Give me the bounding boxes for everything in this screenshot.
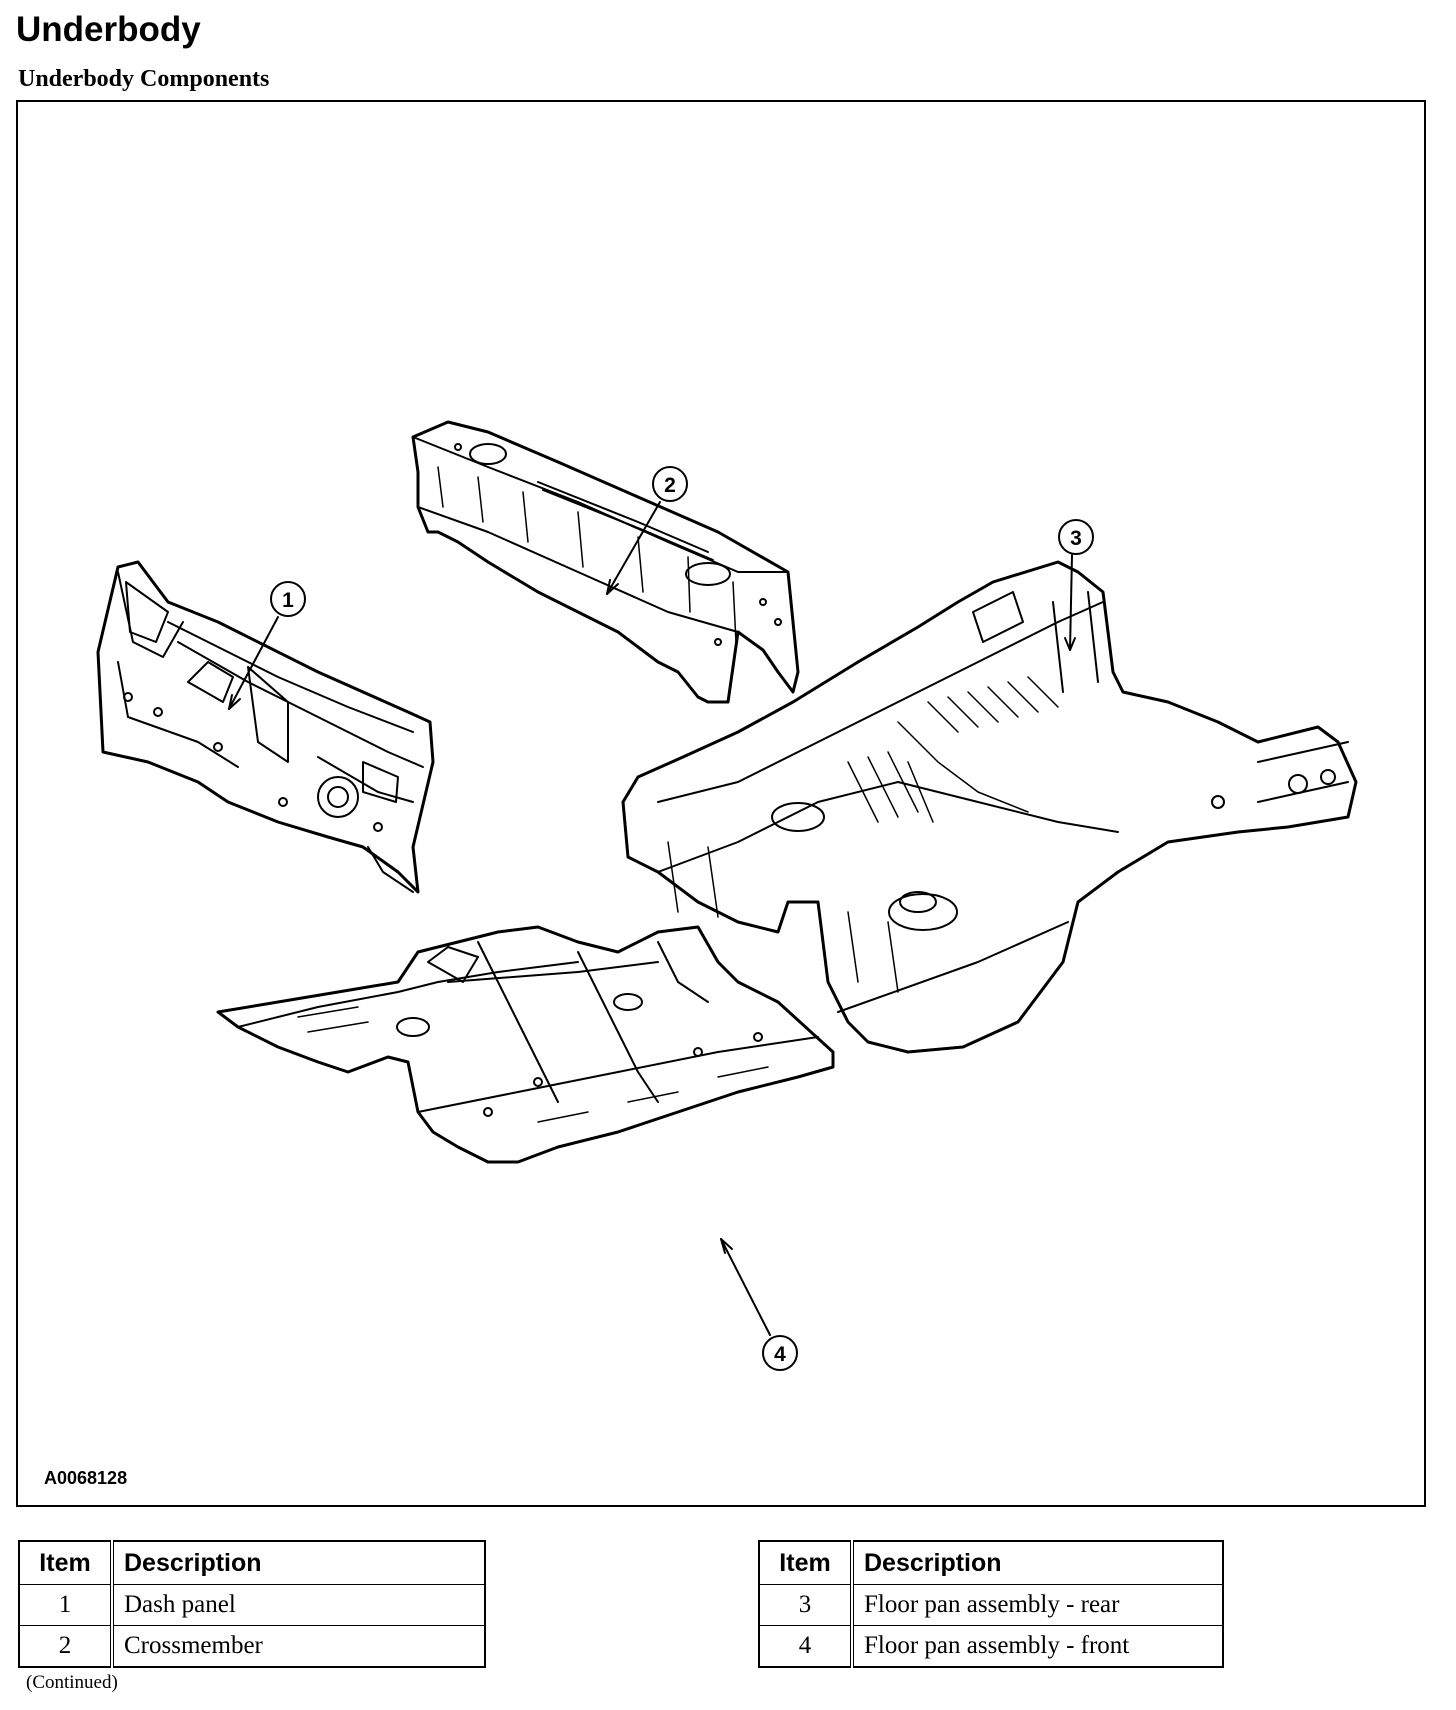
table-row: 3 Floor pan assembly - rear bbox=[758, 1584, 1224, 1626]
header-description: Description bbox=[111, 1540, 486, 1585]
table-header-row: Item Description bbox=[758, 1540, 1224, 1585]
item-description: Crossmember bbox=[111, 1625, 486, 1668]
callout-2: 2 bbox=[652, 466, 688, 502]
table-row: 1 Dash panel bbox=[18, 1584, 486, 1626]
continued-note: (Continued) bbox=[26, 1672, 118, 1693]
page-title: Underbody bbox=[16, 10, 201, 49]
header-description: Description bbox=[851, 1540, 1224, 1585]
header-item: Item bbox=[18, 1540, 114, 1585]
item-description: Floor pan assembly - rear bbox=[851, 1584, 1224, 1626]
item-number: 3 bbox=[758, 1584, 854, 1626]
callout-1: 1 bbox=[270, 581, 306, 617]
underbody-illustration: 1 2 3 4 bbox=[96, 420, 1358, 1371]
item-description: Dash panel bbox=[111, 1584, 486, 1626]
callout-2-label: 2 bbox=[664, 474, 676, 497]
dash-panel-drawing bbox=[96, 560, 435, 894]
callout-3: 3 bbox=[1058, 519, 1094, 555]
item-number: 2 bbox=[18, 1625, 114, 1668]
callout-leaders bbox=[228, 501, 1076, 1336]
section-subtitle: Underbody Components bbox=[18, 66, 270, 92]
table-row: 2 Crossmember bbox=[18, 1625, 486, 1668]
callout-1-label: 1 bbox=[282, 589, 294, 612]
floor-pan-front-drawing bbox=[216, 925, 835, 1164]
crossmember-drawing bbox=[411, 420, 800, 704]
figure-frame: 1 2 3 4 A0068128 bbox=[16, 100, 1426, 1507]
header-item: Item bbox=[758, 1540, 854, 1585]
floor-pan-rear-drawing bbox=[621, 560, 1358, 1054]
callout-4: 4 bbox=[762, 1335, 798, 1371]
items-table-left: Item Description 1 Dash panel 2 Crossmem… bbox=[18, 1540, 486, 1668]
figure-id: A0068128 bbox=[44, 1468, 128, 1488]
item-number: 4 bbox=[758, 1625, 854, 1668]
table-header-row: Item Description bbox=[18, 1540, 486, 1585]
item-description: Floor pan assembly - front bbox=[851, 1625, 1224, 1668]
callout-4-label: 4 bbox=[774, 1343, 786, 1366]
items-table-right: Item Description 3 Floor pan assembly - … bbox=[758, 1540, 1224, 1668]
item-number: 1 bbox=[18, 1584, 114, 1626]
table-row: 4 Floor pan assembly - front bbox=[758, 1625, 1224, 1668]
callout-3-label: 3 bbox=[1070, 527, 1082, 550]
